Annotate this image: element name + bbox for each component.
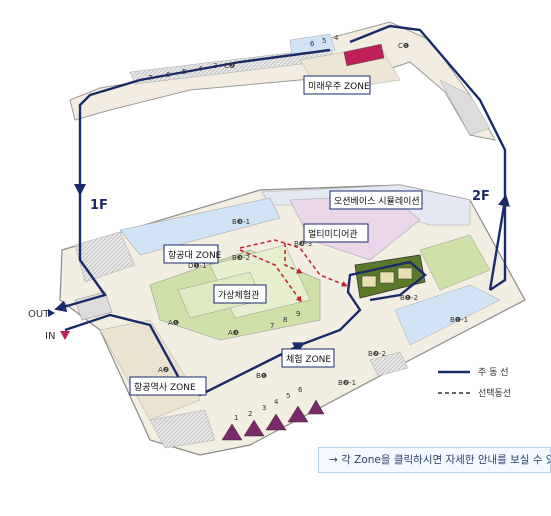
in-label: IN	[45, 331, 55, 342]
marker-c1: C❶	[398, 42, 409, 50]
svg-text:2: 2	[248, 410, 252, 418]
legend: 주 동 선 선택동선	[438, 367, 511, 399]
legend-optional-label: 선택동선	[478, 388, 511, 399]
svg-text:9: 9	[296, 310, 300, 318]
svg-text:4: 4	[334, 34, 339, 42]
entrance-in[interactable]: IN	[45, 331, 70, 342]
zone-virtual-label: 가상체험관	[218, 290, 259, 301]
svg-text:5: 5	[322, 37, 326, 45]
zone-ocean-base-label: 오션베이스 시뮬레이션	[334, 196, 420, 207]
svg-text:4: 4	[274, 398, 279, 406]
marker-c2: C❷	[224, 62, 235, 70]
marker-b31: B❸-1	[232, 218, 250, 226]
floor-label-1f: 1F	[90, 198, 108, 213]
svg-text:5: 5	[182, 68, 186, 76]
svg-text:6: 6	[166, 71, 171, 79]
zone-aviation-history-label: 항공역사 ZONE	[134, 382, 196, 393]
route-numbers: 7 6 5 4 3 6 5 4 7 8 9 1 2 3 4 5 6	[148, 34, 339, 422]
marker-a1: A❶	[168, 319, 179, 327]
legend-main-label: 주 동 선	[478, 367, 509, 378]
svg-text:5: 5	[286, 392, 290, 400]
marker-b21: B❷-1	[338, 379, 356, 387]
entrance-out[interactable]: OUT	[28, 309, 55, 320]
out-label: OUT	[28, 309, 50, 320]
exhibit-markers: C❷ C❶ B❸-1 B❸-2 B❸-3 D❶-1 A❶ A❸ A❷ B❶-1 …	[158, 42, 468, 387]
svg-text:3: 3	[262, 404, 266, 412]
svg-text:6: 6	[310, 40, 315, 48]
marker-a3: A❸	[228, 329, 239, 337]
out-arrow-icon	[48, 309, 55, 317]
optional-route	[239, 239, 348, 303]
zone-airport-label: 항공대 ZONE	[168, 250, 222, 261]
svg-text:4: 4	[198, 65, 203, 73]
marker-b32: B❸-2	[232, 254, 250, 262]
zone-airport[interactable]: 항공대 ZONE	[163, 244, 222, 264]
future-space-exhibit[interactable]	[343, 43, 385, 67]
zone-experience-label: 체험 ZONE	[286, 354, 331, 365]
marker-b22: B❷-2	[368, 350, 386, 358]
marker-b33: B❸-3	[294, 240, 312, 248]
floor-label-2f: 2F	[472, 189, 490, 204]
svg-text:6: 6	[298, 386, 303, 394]
marker-a2: A❷	[158, 366, 169, 374]
marker-d1: D❶-1	[188, 262, 207, 270]
marker-b12: B❶-2	[400, 294, 418, 302]
zone-multimedia[interactable]: 멀티미디어관	[303, 223, 369, 243]
zone-ocean-base[interactable]: 오션베이스 시뮬레이션	[329, 190, 423, 210]
zone-aviation-history[interactable]: 항공역사 ZONE	[129, 376, 207, 396]
marker-b1: B❶	[256, 372, 267, 380]
marker-b11: B❶-1	[450, 316, 468, 324]
zone-multimedia-label: 멀티미디어관	[308, 228, 358, 240]
svg-text:7: 7	[148, 74, 152, 82]
zone-virtual[interactable]: 가상체험관	[213, 284, 267, 304]
zone-future-space-label: 미래우주 ZONE	[308, 81, 370, 92]
zone-experience[interactable]: 체험 ZONE	[281, 348, 335, 368]
svg-text:1: 1	[234, 414, 238, 422]
zone-future-space[interactable]: 미래우주 ZONE	[303, 75, 371, 95]
svg-text:3: 3	[213, 62, 217, 70]
in-arrow-icon	[60, 331, 70, 340]
svg-text:7: 7	[270, 322, 274, 330]
svg-text:8: 8	[283, 316, 287, 324]
zone-click-notice: → 각 Zone을 클릭하시면 자세한 안내를 보실 수 있습니다	[318, 447, 551, 473]
